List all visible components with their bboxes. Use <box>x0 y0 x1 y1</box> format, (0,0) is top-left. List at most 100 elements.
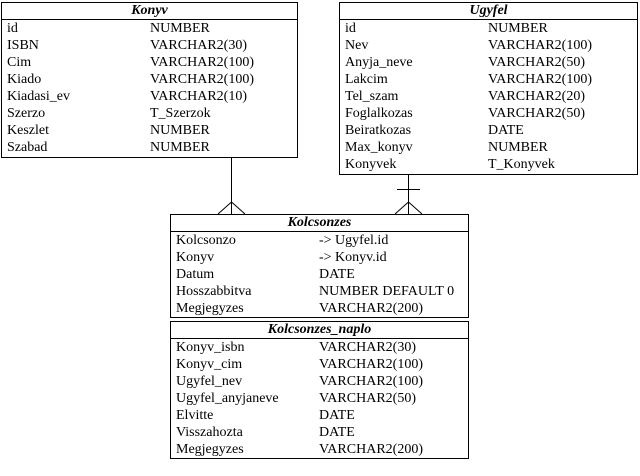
column-row: Elvitte DATE <box>176 407 468 424</box>
column-name: Kiadasi_ev <box>7 89 70 104</box>
column-name: Ugyfel_nev <box>176 374 243 389</box>
column-type: DATE <box>319 267 355 282</box>
column-row: Beiratkozas DATE <box>345 122 637 139</box>
column-name: Szabad <box>7 140 48 155</box>
column-type: VARCHAR2(50) <box>488 106 585 121</box>
column-row: Cim VARCHAR2(100) <box>7 54 297 71</box>
column-name: Megjegyzes <box>176 301 244 316</box>
column-name: Keszlet <box>7 123 49 138</box>
column-name: Tel_szam <box>345 89 399 104</box>
column-row: Max_konyv NUMBER <box>345 139 637 156</box>
column-row: Visszahozta DATE <box>176 424 468 441</box>
column-row: id NUMBER <box>345 20 637 37</box>
table-title: Kolcsonzes_naplo <box>171 322 468 339</box>
column-name: Ugyfel_anyjaneve <box>176 391 279 406</box>
column-name: Megjegyzes <box>176 442 244 457</box>
column-row: Keszlet NUMBER <box>7 122 297 139</box>
column-type: VARCHAR2(30) <box>150 38 247 53</box>
table-title: Kolcsonzes <box>171 215 468 232</box>
column-type: NUMBER <box>150 123 210 138</box>
column-name: Szerzo <box>7 106 46 121</box>
column-name: id <box>345 21 356 36</box>
konyv-kolcsonzes-link <box>217 157 246 215</box>
column-type: VARCHAR2(100) <box>150 72 254 87</box>
column-row: Kolcsonzo -> Ugyfel.id <box>176 232 468 249</box>
column-type: DATE <box>488 123 524 138</box>
column-type: -> Ugyfel.id <box>319 233 389 248</box>
column-row: Szerzo T_Szerzok <box>7 105 297 122</box>
column-name: Kolcsonzo <box>176 233 236 248</box>
column-name: Konyv_isbn <box>176 340 245 355</box>
column-name: Beiratkozas <box>345 123 412 138</box>
column-name: Cim <box>7 55 32 70</box>
column-name: Elvitte <box>176 408 214 423</box>
column-name: Nev <box>345 38 369 53</box>
column-type: VARCHAR2(10) <box>150 89 247 104</box>
column-row: Konyv_isbn VARCHAR2(30) <box>176 339 468 356</box>
column-type: VARCHAR2(50) <box>488 55 585 70</box>
column-name: Konyvek <box>345 157 397 172</box>
column-name: Konyv_cim <box>176 357 243 372</box>
column-type: -> Konyv.id <box>319 250 387 265</box>
column-type: DATE <box>319 408 355 423</box>
column-row: Konyv_cim VARCHAR2(100) <box>176 356 468 373</box>
column-type: VARCHAR2(100) <box>319 374 423 389</box>
column-type: VARCHAR2(200) <box>319 442 423 457</box>
column-name: id <box>7 21 18 36</box>
column-row: Konyv -> Konyv.id <box>176 249 468 266</box>
column-type: T_Konyvek <box>488 157 555 172</box>
column-row: Tel_szam VARCHAR2(20) <box>345 88 637 105</box>
column-name: Hosszabbitva <box>176 284 252 299</box>
column-type: VARCHAR2(200) <box>319 301 423 316</box>
column-name: Datum <box>176 267 215 282</box>
column-type: VARCHAR2(30) <box>319 340 416 355</box>
column-name: Anyja_neve <box>345 55 413 70</box>
column-row: id NUMBER <box>7 20 297 37</box>
column-row: Kiadasi_ev VARCHAR2(10) <box>7 88 297 105</box>
column-type: DATE <box>319 425 355 440</box>
column-row: Ugyfel_anyjaneve VARCHAR2(50) <box>176 390 468 407</box>
column-name: Foglalkozas <box>345 106 413 121</box>
column-type: T_Szerzok <box>150 106 211 121</box>
column-type: VARCHAR2(100) <box>150 55 254 70</box>
column-type: VARCHAR2(100) <box>488 72 592 87</box>
column-type: VARCHAR2(100) <box>319 357 423 372</box>
column-type: NUMBER <box>488 21 548 36</box>
ugyfel-kolcsonzes-link <box>394 174 423 215</box>
column-name: Visszahozta <box>176 425 243 440</box>
column-row: Szabad NUMBER <box>7 139 297 156</box>
column-row: Ugyfel_nev VARCHAR2(100) <box>176 373 468 390</box>
column-type: NUMBER <box>488 140 548 155</box>
column-row: Lakcim VARCHAR2(100) <box>345 71 637 88</box>
column-type: NUMBER <box>150 140 210 155</box>
column-name: Kiado <box>7 72 42 87</box>
column-row: Megjegyzes VARCHAR2(200) <box>176 441 468 458</box>
column-row: Anyja_neve VARCHAR2(50) <box>345 54 637 71</box>
column-name: Konyv <box>176 250 215 265</box>
column-row: Megjegyzes VARCHAR2(200) <box>176 300 468 317</box>
column-row: Kiado VARCHAR2(100) <box>7 71 297 88</box>
column-row: Nev VARCHAR2(100) <box>345 37 637 54</box>
column-type: NUMBER DEFAULT 0 <box>319 284 455 299</box>
column-type: VARCHAR2(50) <box>319 391 416 406</box>
column-name: Max_konyv <box>345 140 413 155</box>
column-row: Hosszabbitva NUMBER DEFAULT 0 <box>176 283 468 300</box>
column-type: VARCHAR2(20) <box>488 89 585 104</box>
column-row: Datum DATE <box>176 266 468 283</box>
column-type: VARCHAR2(100) <box>488 38 592 53</box>
table-title: Ugyfel <box>340 3 637 20</box>
table-title: Konyv <box>2 3 297 20</box>
column-type: NUMBER <box>150 21 210 36</box>
column-row: Foglalkozas VARCHAR2(50) <box>345 105 637 122</box>
column-name: ISBN <box>7 38 39 53</box>
column-row: ISBN VARCHAR2(30) <box>7 37 297 54</box>
column-name: Lakcim <box>345 72 388 87</box>
